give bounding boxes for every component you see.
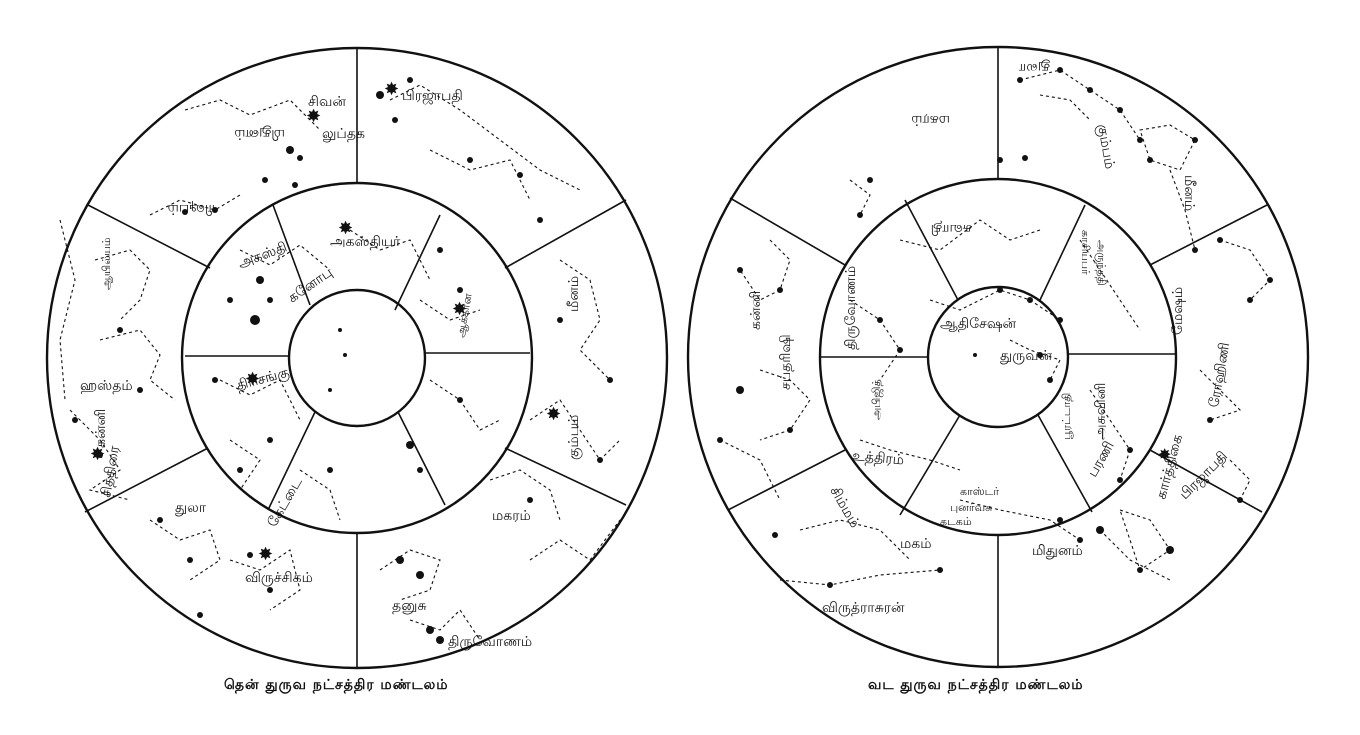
svg-text:✸: ✸ (1158, 445, 1171, 464)
label-simmam: சிம்மம் (827, 484, 863, 531)
label-agastya: அகஸ்தியர் (330, 234, 401, 250)
label-lubdhaka: லுப்தக (322, 126, 365, 142)
label-mithunam-south: மிதுனம் (234, 126, 285, 142)
label-prajapati-north: பிரஜாபதி (1177, 448, 1232, 503)
label-agastya-star: அகஸ்தி (236, 239, 289, 271)
label-makaram-north: மகரம் (911, 112, 950, 128)
north-celestial-chart: ✸ ஆதிசேஷன் துருவன் காஸ்டர் புனர்வசு கடகம… (686, 45, 1310, 669)
label-bharani: பரணி (1085, 439, 1118, 480)
svg-text:✸: ✸ (90, 444, 105, 465)
label-abhijith: அபிஜித் (870, 379, 884, 420)
label-kanni-south: கன்னி (93, 409, 109, 448)
label-castor: காஸ்டர் (960, 485, 999, 498)
north-star-dots (717, 67, 1273, 588)
label-punarvasu: புனர்வசு (950, 501, 992, 514)
svg-text:✸: ✸ (338, 218, 353, 239)
label-meenam-south: மீனம் (566, 276, 582, 312)
label-pooratadhi: பூரட்டாதி (1060, 393, 1073, 440)
label-rohini: ரோஹிணி (1206, 341, 1233, 408)
north-sector-dividers (727, 47, 1268, 667)
south-inner-ring (287, 288, 427, 428)
label-thrisangu: திரிசங்கு (235, 364, 291, 394)
south-bright-stars: ✸ ✸ ✸ ✸ ✸ ✸ ✸ ✸ (90, 79, 561, 565)
label-viruchigam: விருச்சிகம் (245, 570, 313, 586)
label-kanopu: கனோபு (285, 264, 335, 306)
svg-text:✸: ✸ (258, 544, 273, 565)
label-thula: துலா (175, 500, 207, 516)
label-uthiram: உத்திரம் (852, 448, 905, 468)
label-thiruvonam-north: திருவோணம் (843, 266, 859, 350)
label-kasyapar: காசியபர் (1079, 230, 1092, 275)
south-constellation-lines (59, 84, 621, 641)
label-aswini: அசுவினி (1093, 383, 1109, 440)
label-viruthrasuran: விருத்ராசுரன் (822, 600, 905, 616)
svg-text:✸: ✸ (452, 299, 467, 320)
north-bright-stars: ✸ (1158, 445, 1171, 464)
label-dhanusu: தனுசு (392, 598, 427, 614)
label-kanni-north: கன்னி (748, 291, 764, 330)
label-sivan: சிவன் (308, 94, 346, 110)
label-prajapati: பிரஜாபதி (402, 88, 463, 105)
svg-text:✸: ✸ (245, 369, 260, 390)
south-chart-caption: தென் துருவ நட்சத்திர மண்டலம் (224, 677, 449, 693)
label-kumbam-south: கும்பம் (566, 415, 583, 460)
label-saptharishi: சப்தரிஷி (778, 334, 794, 390)
label-thiruvonam: திருவோணம் (448, 634, 532, 650)
label-aayilyam: ஆயில்யம் (100, 237, 113, 290)
label-thula-north: துலா (1018, 60, 1050, 76)
north-chart-caption: வட துருவ நட்சத்திர மண்டலம் (868, 677, 1084, 693)
label-arundhathi: அருந்ததி (1095, 240, 1108, 286)
south-sector-dividers (84, 48, 627, 668)
svg-text:✸: ✸ (384, 79, 399, 100)
svg-text:✸: ✸ (546, 404, 561, 425)
label-dhruvan: துருவன் (1000, 348, 1053, 364)
label-rishabam: ரிஷபம் (168, 201, 215, 217)
label-swathi: சுவாதி (931, 221, 972, 237)
label-mesham: மேஷம் (1170, 287, 1186, 335)
label-aadhiseshan: ஆதிசேஷன் (940, 316, 1017, 332)
label-kumbam-north: கும்பம் (1093, 123, 1118, 171)
label-mithunam-north: மிதுனம் (1032, 543, 1083, 559)
south-labels: சிவன் லுப்தக பிரஜாபதி அகஸ்தியர் அகஸ்தி க… (80, 88, 583, 650)
south-celestial-chart: ✸ ✸ ✸ ✸ ✸ ✸ ✸ ✸ சிவன் லுப்தக பிரஜாபதி அக… (45, 46, 669, 670)
svg-text:✸: ✸ (306, 106, 321, 127)
label-kadagam: கடகம் (940, 515, 972, 528)
label-makaram-south: மகரம் (492, 508, 531, 524)
label-meenam-north: மீனம் (1181, 175, 1197, 211)
north-constellation-lines (719, 69, 1271, 586)
label-magam: மகம் (900, 536, 932, 552)
south-star-dots (72, 77, 613, 644)
label-hastham: ஹஸ்தம் (80, 378, 133, 394)
